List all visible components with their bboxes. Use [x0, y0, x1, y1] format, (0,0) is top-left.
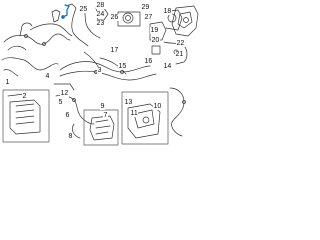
- callout-19: 19: [150, 27, 159, 34]
- canister-lines: [15, 103, 35, 125]
- callout-16: 16: [144, 58, 153, 65]
- module-frame: [121, 91, 169, 145]
- tank-frame: [83, 109, 119, 146]
- callout-28: 28: [96, 2, 105, 9]
- clamp-inner: [125, 15, 131, 21]
- callout-3: 3: [97, 67, 102, 74]
- callout-18: 18: [163, 8, 172, 15]
- highlighted-part-end: [61, 15, 65, 19]
- callout-27: 27: [144, 14, 153, 21]
- pump-housing: [171, 5, 199, 37]
- tube-mid-1: [59, 61, 151, 73]
- harness-upper-left: [3, 33, 71, 45]
- pipe-top-center-2: [83, 7, 101, 39]
- callout-11: 11: [130, 110, 139, 117]
- tank-lines: [95, 119, 111, 135]
- module: [127, 103, 161, 139]
- harness-upper-left-branch: [7, 22, 33, 51]
- tube-mid-4: [99, 57, 127, 75]
- connector: [24, 34, 28, 38]
- callout-13: 13: [124, 99, 133, 106]
- callout-5: 5: [58, 99, 63, 106]
- fitting: [120, 70, 124, 74]
- callout-14: 14: [163, 63, 172, 70]
- callout-26: 26: [110, 14, 119, 21]
- callout-12: 12: [60, 90, 69, 97]
- harness-left-lower-2: [3, 69, 19, 77]
- callout-9: 9: [100, 103, 105, 110]
- callout-2: 2: [22, 93, 27, 100]
- clamp: [122, 12, 134, 24]
- pipe-bottom-3: [72, 123, 81, 139]
- callout-4: 4: [45, 73, 50, 80]
- pipe-top-center: [65, 3, 89, 47]
- fitting: [72, 98, 76, 102]
- callout-23: 23: [96, 20, 105, 27]
- valve: [167, 13, 177, 23]
- connector: [42, 42, 46, 46]
- callout-25: 25: [79, 6, 88, 13]
- clamp-bracket: [117, 11, 141, 27]
- callout-17: 17: [110, 47, 119, 54]
- highlighted-part: [62, 4, 70, 18]
- pump-port: [183, 17, 189, 23]
- callout-8: 8: [68, 133, 73, 140]
- callout-24: 24: [96, 11, 105, 18]
- hose-bottom-right: [169, 87, 185, 137]
- pipe-upper: [29, 23, 73, 37]
- callout-10: 10: [153, 103, 162, 110]
- module-port: [142, 116, 150, 124]
- module-detail: [133, 109, 155, 129]
- pump-housing-detail: [177, 11, 193, 29]
- harness-left-lower: [1, 57, 59, 71]
- pipe-upper-end: [51, 9, 61, 23]
- callout-15: 15: [118, 63, 127, 70]
- fitting: [182, 100, 186, 104]
- tube-mid-2: [59, 70, 157, 81]
- parts-diagram: 25 28 24 23 26 29 27 18 19 20 22 21 16 1…: [0, 0, 200, 147]
- tube-right-mid-2: [151, 45, 161, 55]
- callout-29: 29: [141, 4, 150, 11]
- callout-6: 6: [65, 112, 70, 119]
- canister: [9, 99, 41, 135]
- callout-20: 20: [151, 37, 160, 44]
- callout-22: 22: [176, 40, 185, 47]
- valve-bracket: [149, 21, 167, 41]
- callout-21: 21: [175, 51, 184, 58]
- pipe-bottom-2: [53, 83, 75, 91]
- callout-1: 1: [5, 79, 10, 86]
- canister-frame: [2, 89, 50, 143]
- callout-7: 7: [103, 112, 108, 119]
- tank: [89, 115, 115, 141]
